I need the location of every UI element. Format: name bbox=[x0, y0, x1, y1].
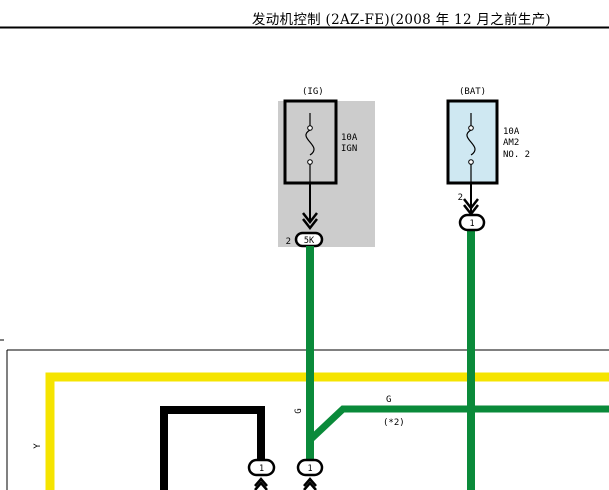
ig-connector-label: 5K bbox=[304, 236, 315, 246]
wire-g-label-vertical: G bbox=[294, 408, 304, 413]
bottom-mid-connector-label: 1 bbox=[307, 464, 312, 474]
ig-arrow bbox=[302, 212, 318, 225]
bat-fuse-symbol bbox=[466, 129, 476, 156]
bat-arrow bbox=[463, 198, 479, 211]
ig-fuse-rating: 10A bbox=[341, 133, 358, 143]
wire-yellow bbox=[45, 372, 609, 490]
bottom-left-connector-label: 1 bbox=[259, 464, 264, 474]
bottom-left-connector bbox=[247, 458, 276, 477]
bat-fuse-name2: NO. 2 bbox=[503, 150, 530, 160]
ig-pin-label: 2 bbox=[286, 237, 291, 247]
bat-fuse-box bbox=[446, 99, 499, 185]
bat-pin-label: 2 bbox=[458, 193, 463, 203]
page-title: 发动机控制 (2AZ-FE)(2008 年 12 月之前生产) bbox=[251, 12, 551, 28]
bottom-left-arrow bbox=[254, 481, 268, 490]
ig-source-label: (IG) bbox=[302, 87, 324, 97]
bottom-mid-arrow bbox=[303, 481, 317, 490]
ig-fuse-highlight bbox=[278, 101, 375, 247]
wire-y-label: Y bbox=[33, 443, 43, 449]
bat-connector-label: 1 bbox=[469, 219, 474, 229]
bottom-mid-connector bbox=[296, 458, 324, 477]
ig-fuse-name: IGN bbox=[341, 144, 357, 154]
bat-connector bbox=[458, 213, 486, 232]
wire-g-label-branch: G bbox=[386, 395, 391, 405]
branch-note: (*2) bbox=[383, 418, 405, 428]
bat-fuse-rating: 10A bbox=[503, 127, 520, 137]
ig-fuse-symbol bbox=[305, 129, 315, 156]
wire-black bbox=[160, 406, 265, 490]
wire-green-branch bbox=[307, 405, 609, 443]
bat-source-label: (BAT) bbox=[459, 87, 486, 97]
bat-fuse-name: AM2 bbox=[503, 138, 519, 148]
